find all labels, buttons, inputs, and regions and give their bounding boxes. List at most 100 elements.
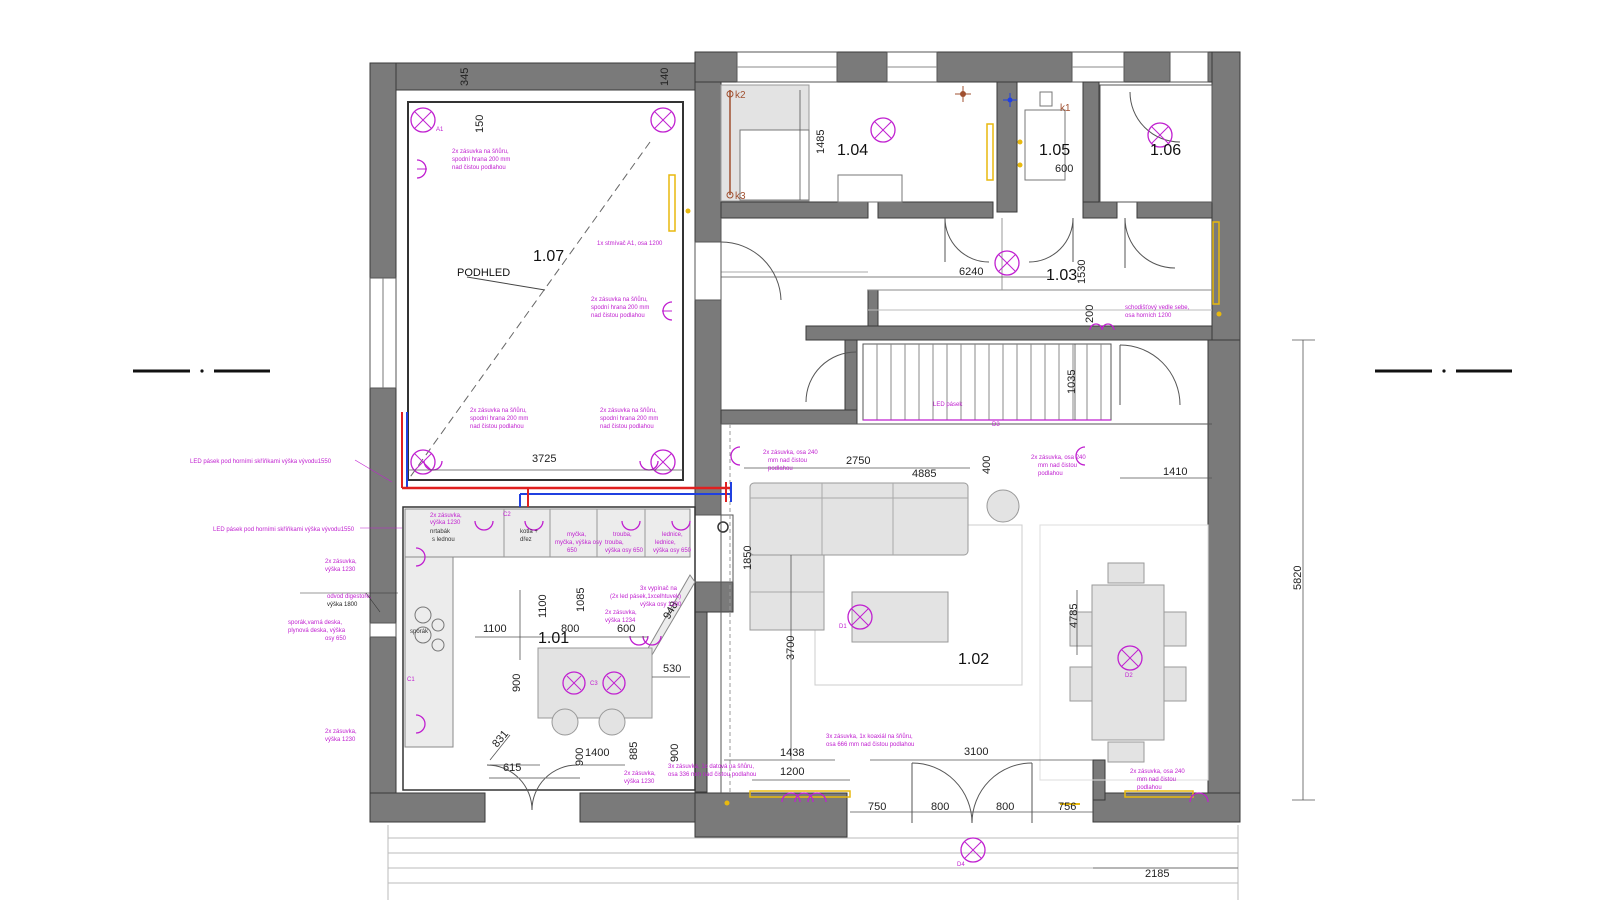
note-17b: (2x led pásek,1xcelhtuvek) <box>610 594 681 600</box>
podhled-label: PODHLED <box>457 267 510 279</box>
lamp-a1-4 <box>650 449 676 475</box>
note-10c: osy 650 <box>325 636 347 642</box>
note-13: 2x zásuvka, osa 240 <box>763 450 818 456</box>
lamp-c3-1 <box>562 671 586 695</box>
tag-k3: k3 <box>735 191 746 202</box>
note-13b: mm nad čistou <box>768 458 807 464</box>
dim-615: 615 <box>503 762 521 774</box>
dim-200: 200 <box>1084 305 1096 323</box>
dim-5820: 5820 <box>1292 566 1304 590</box>
note-17c: výška osy 1200 <box>640 602 682 608</box>
dim-1530: 1530 <box>1076 260 1088 284</box>
tag-d3: D3 <box>992 422 1000 428</box>
switches <box>685 86 1222 806</box>
dim-900c: 900 <box>669 744 681 762</box>
note-4c: nad čistou podlahou <box>470 424 524 430</box>
note-15: schodišťový vedle sebe, <box>1125 305 1190 311</box>
tag-k1: k1 <box>1060 103 1071 114</box>
note-27: kotla + <box>520 529 538 535</box>
dim-800a: 800 <box>561 623 579 635</box>
note-3c: nad čistou podlahou <box>591 313 645 319</box>
note-19b: osa 666 mm nad čistou podlahou <box>826 742 914 748</box>
note-26: nrtabák <box>430 529 451 535</box>
dim-800b: 800 <box>931 801 949 813</box>
lamp-104 <box>870 117 896 143</box>
note-14: 2x zásuvka, osa 240 <box>1031 455 1086 461</box>
dim-800c: 800 <box>996 801 1014 813</box>
dim-1100b: 1100 <box>483 623 507 635</box>
dim-2750: 2750 <box>846 455 870 467</box>
note-22: myčka, <box>567 532 586 538</box>
room-1-06: 1.06 <box>1150 142 1181 159</box>
note-14c: podlahou <box>1038 471 1063 477</box>
note-27b: dřez <box>520 537 532 543</box>
tag-c1: C1 <box>407 677 415 683</box>
tags: k2 k3 k1 A1 C1 C2 C3 D1 D2 D3 D4 <box>407 90 1133 868</box>
note-5: 2x zásuvka na šňůru, <box>600 407 657 414</box>
tag-c2: C2 <box>503 512 511 518</box>
note-23: trouba, <box>613 532 632 538</box>
note-22c: 650 <box>567 548 578 554</box>
dim-1100a: 1100 <box>537 594 549 618</box>
dim-345: 345 <box>459 68 471 86</box>
note-24c: výška osy 650 <box>653 548 692 554</box>
tag-d2: D2 <box>1125 673 1133 679</box>
note-25: 2x zásuvka, <box>624 771 656 777</box>
room-1-07: 1.07 <box>533 248 564 265</box>
tag-d1: D1 <box>839 624 847 630</box>
dim-6240: 6240 <box>959 266 983 278</box>
dim-2185: 2185 <box>1145 868 1169 880</box>
note-1b: spodní hrana 200 mm <box>452 157 510 163</box>
notes: 2x zásuvka na šňůru, spodní hrana 200 mm… <box>190 148 1190 791</box>
note-11b: výška 1230 <box>325 737 356 743</box>
note-4: 2x zásuvka na šňůru, <box>470 407 527 414</box>
dim-140: 140 <box>659 68 671 86</box>
note-10b: plynová deska, výška <box>288 628 346 634</box>
note-4b: spodní hrana 200 mm <box>470 416 528 422</box>
note-20b: osa 336 mm nad čistou podlahou <box>668 772 756 778</box>
kitchen-counters <box>404 508 696 779</box>
note-21b: mm nad čistou <box>1137 777 1176 783</box>
lamp-a1-1 <box>410 107 436 133</box>
walls <box>369 51 1241 838</box>
dim-4885: 4885 <box>912 468 936 480</box>
note-11: 2x zásuvka, <box>325 729 357 735</box>
dim-400: 400 <box>981 456 993 474</box>
note-21c: podlahou <box>1137 785 1162 791</box>
dim-3100: 3100 <box>964 746 988 758</box>
lamp-a1-3 <box>410 449 436 475</box>
dimension-texts: 345 150 140 1485 600 6240 1530 1035 3725… <box>459 68 1304 880</box>
lamp-c3-2 <box>602 671 626 695</box>
dim-3725: 3725 <box>532 453 556 465</box>
sockets <box>415 159 1209 803</box>
note-17: 3x vypínač na <box>640 586 678 592</box>
dim-1035: 1035 <box>1066 370 1078 394</box>
dim-600b: 600 <box>617 623 635 635</box>
dimension-lines <box>408 90 1315 869</box>
dim-750: 750 <box>868 801 886 813</box>
note-24: lednice, <box>662 532 683 538</box>
note-12: 2x zásuvka, <box>430 513 462 519</box>
dim-900a: 900 <box>511 674 523 692</box>
note-23b: trouba, <box>605 540 624 546</box>
room-1-03: 1.03 <box>1046 267 1077 284</box>
dim-1200: 1200 <box>780 766 804 778</box>
note-16: LED pásek <box>933 402 963 408</box>
lamp-a1-2 <box>650 107 676 133</box>
lamp-d2 <box>1117 645 1143 671</box>
room-1-05: 1.05 <box>1039 142 1070 159</box>
note-8b: výška 1230 <box>325 567 356 573</box>
note-28: sporák <box>410 629 429 635</box>
dim-1438: 1438 <box>780 747 804 759</box>
note-13c: podlahou <box>768 466 793 472</box>
note-8: 2x zásuvka, <box>325 559 357 565</box>
note-20: 3x zásuvka, 1x datová na šňůru, <box>668 763 754 770</box>
note-7: LED pásek pod horními skříňkami výška vý… <box>213 527 355 533</box>
note-2: 1x stmívač A1, osa 1200 <box>597 241 663 247</box>
axis-marks <box>133 369 1512 373</box>
dim-3700: 3700 <box>785 636 797 660</box>
note-1c: nad čistou podlahou <box>452 165 506 171</box>
tag-k2: k2 <box>735 90 746 101</box>
note-23c: výška osy 650 <box>605 548 644 554</box>
